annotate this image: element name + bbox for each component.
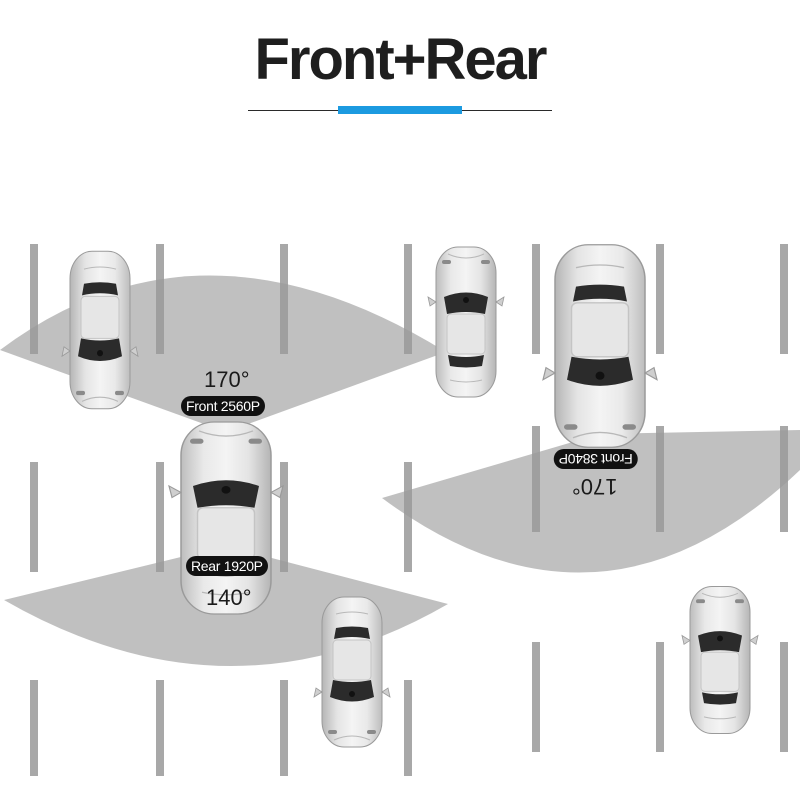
lane-line <box>30 680 38 776</box>
right-car-front-view-cone <box>382 430 800 573</box>
right-front-angle-label: 170° <box>572 474 618 499</box>
left-rear-camera-badge: Rear 1920P <box>186 556 268 576</box>
parked-car <box>681 586 759 734</box>
parked-car <box>427 246 505 398</box>
page-title: Front+Rear <box>254 27 547 92</box>
lane-line <box>656 244 664 354</box>
lane-line <box>280 680 288 776</box>
left-front-angle-label: 170° <box>204 367 250 392</box>
title-accent-bar <box>338 106 462 114</box>
lane-line <box>780 244 788 354</box>
left-front-camera-badge: Front 2560P <box>181 396 265 416</box>
lane-line <box>30 462 38 572</box>
right-front-camera-badge: Front 3840P <box>554 449 638 469</box>
lane-line <box>404 680 412 776</box>
right-equipped-car <box>542 244 658 448</box>
lane-line <box>656 642 664 752</box>
left-rear-angle-label: 140° <box>206 585 252 610</box>
lane-line <box>532 642 540 752</box>
lane-line <box>404 462 412 572</box>
lane-line <box>156 462 164 572</box>
lane-line <box>532 244 540 354</box>
parked-car <box>313 596 391 748</box>
lane-line <box>404 244 412 354</box>
lane-line <box>280 462 288 572</box>
lane-line <box>156 680 164 776</box>
parked-car <box>61 250 139 410</box>
lane-line <box>30 244 38 354</box>
lane-line <box>780 642 788 752</box>
